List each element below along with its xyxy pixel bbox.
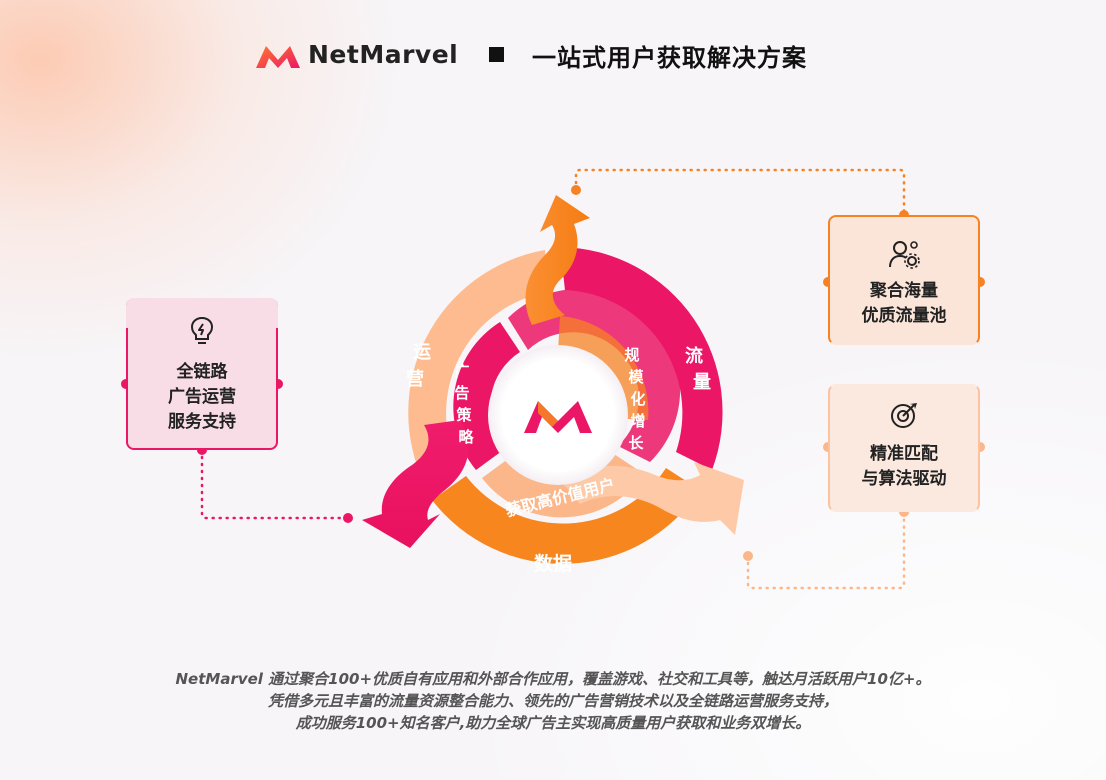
label-guimo-2: 化 <box>630 390 645 408</box>
footer-line: NetMarvel 通过聚合100+优质自有应用和外部合作应用，覆盖游戏、社交和… <box>175 670 931 688</box>
card-full-chain-support: 全链路 广告运营 服务支持 <box>126 298 278 450</box>
brand-name: NetMarvel <box>308 40 459 69</box>
hub-circle <box>488 345 628 485</box>
header: NetMarvel 一站式用户获取解决方案 <box>0 38 1106 74</box>
connector-dot <box>743 551 753 561</box>
card-line: 精准匹配 <box>870 444 938 464</box>
card-traffic-pool: 聚合海量 优质流量池 <box>828 215 980 345</box>
label-guanggao-2: 策 <box>455 406 472 424</box>
card-line: 服务支持 <box>168 412 236 432</box>
footer-description: NetMarvel 通过聚合100+优质自有应用和外部合作应用，覆盖游戏、社交和… <box>0 668 1106 734</box>
ring-segment-shuju <box>432 468 700 564</box>
connector-dot <box>571 185 581 195</box>
label-guanggao-3: 略 <box>458 428 474 446</box>
footer-line: 成功服务100+知名客户,助力全球广告主实现高质量用户获取和业务双增长。 <box>295 714 811 732</box>
title-bullet <box>489 47 504 62</box>
arrow-left-pink <box>362 420 469 548</box>
card-line: 广告运营 <box>168 387 236 407</box>
user-gear-icon <box>889 241 920 269</box>
card-line: 优质流量池 <box>861 306 947 326</box>
label-guimo-4: 长 <box>628 434 644 452</box>
label-guimo-3: 增 <box>630 412 645 430</box>
connector-bottom <box>746 510 906 590</box>
connector-top <box>574 168 906 217</box>
label-guimo-0: 规 <box>624 346 639 364</box>
card-line: 聚合海量 <box>870 281 938 301</box>
ring-segment-liuliang <box>560 247 723 470</box>
label-guanggao-0: 广 <box>454 362 469 380</box>
card-line: 与算法驱动 <box>861 469 947 489</box>
label-guimo-1: 模 <box>628 368 644 386</box>
netmarvel-logo-icon <box>256 46 300 68</box>
label-liuliang-2: 量 <box>693 371 711 393</box>
arrow-top-orange <box>525 195 590 325</box>
footer-line: 凭借多元且丰富的流量资源整合能力、领先的广告营销技术以及全链路运营服务支持， <box>267 692 838 710</box>
label-guanggao-1: 告 <box>454 384 469 402</box>
inner-segment-guanggao <box>453 322 520 470</box>
label-yunying-2: 营 <box>406 368 424 390</box>
label-shuju: 数据 <box>534 552 572 575</box>
card-precise-matching: 精准匹配 与算法驱动 <box>828 384 980 512</box>
connector-left <box>200 448 350 520</box>
card-line: 全链路 <box>176 362 228 382</box>
connector-dot <box>343 513 353 523</box>
arrow-right-peach <box>560 462 744 535</box>
label-yunying-1: 运 <box>413 342 431 363</box>
target-icon <box>891 403 917 428</box>
lightbulb-icon <box>190 316 214 344</box>
label-liuliang-1: 流 <box>685 345 703 367</box>
page-title: 一站式用户获取解决方案 <box>532 44 807 72</box>
